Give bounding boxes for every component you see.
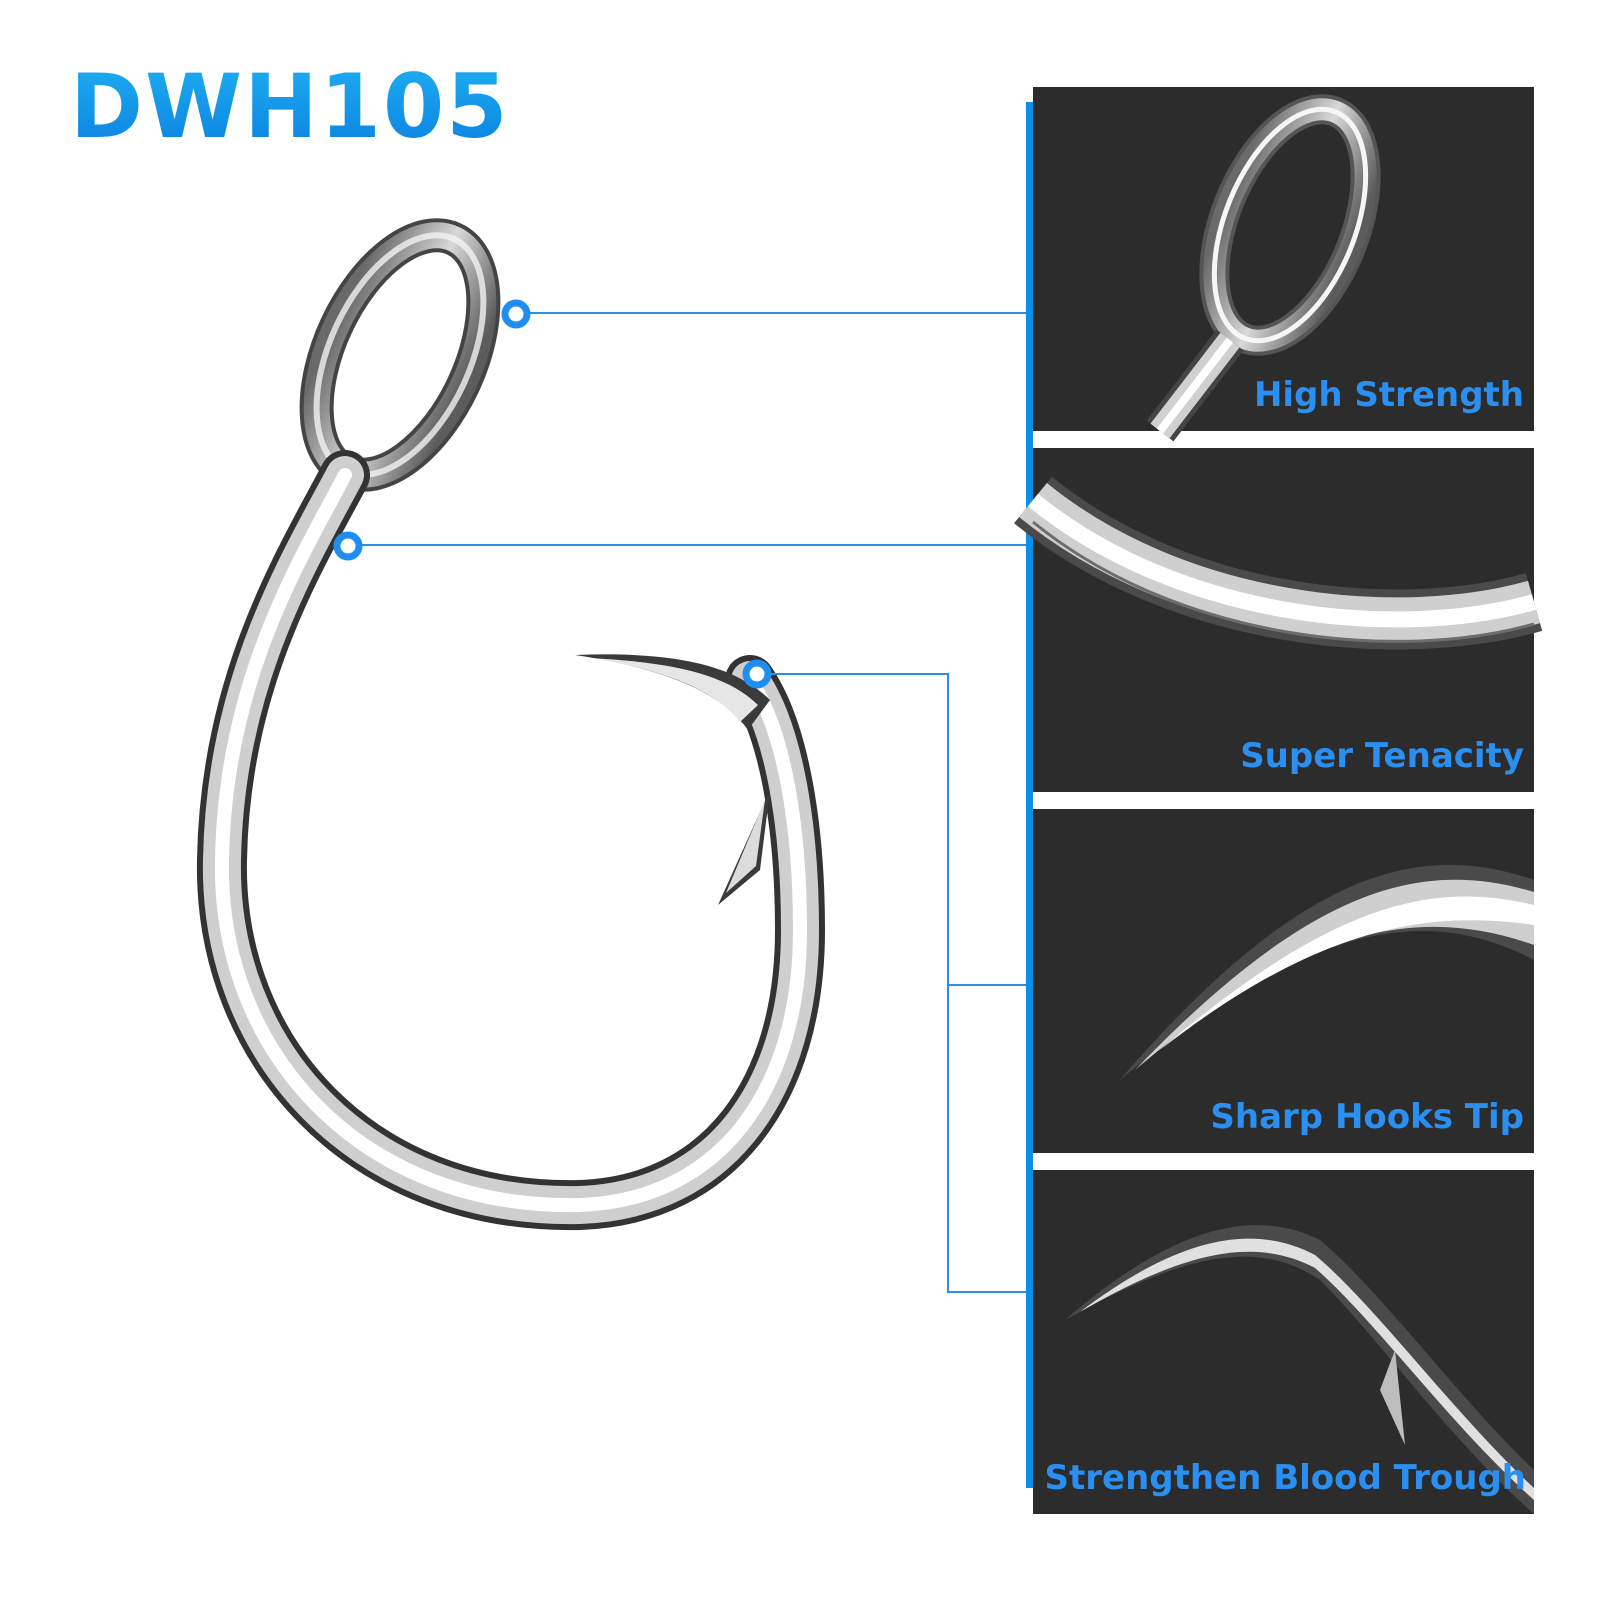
feature-panel-high-strength bbox=[1033, 87, 1534, 442]
feature-panel-super-tenacity bbox=[1014, 448, 1543, 792]
feature-label-sharp-tip: Sharp Hooks Tip bbox=[1210, 1097, 1524, 1137]
connector-tip-and-trough bbox=[758, 673, 1030, 986]
feature-panel-blood-trough bbox=[1033, 1170, 1534, 1514]
feature-panel-sharp-tip bbox=[1033, 809, 1534, 1153]
hook-barb bbox=[718, 790, 770, 905]
panel-accent-bar bbox=[1026, 102, 1033, 1488]
feature-label-high-strength: High Strength bbox=[1253, 375, 1524, 415]
ring-marker-icon bbox=[333, 299, 772, 689]
feature-label-super-tenacity: Super Tenacity bbox=[1240, 736, 1524, 776]
hook-point bbox=[575, 654, 770, 730]
feature-label-blood-trough: Strengthen Blood Trough bbox=[1044, 1458, 1526, 1498]
callout-connectors bbox=[350, 312, 1030, 1293]
circle-fishing-hook-icon bbox=[196, 218, 826, 1231]
product-model-title: DWH105 bbox=[70, 55, 510, 158]
